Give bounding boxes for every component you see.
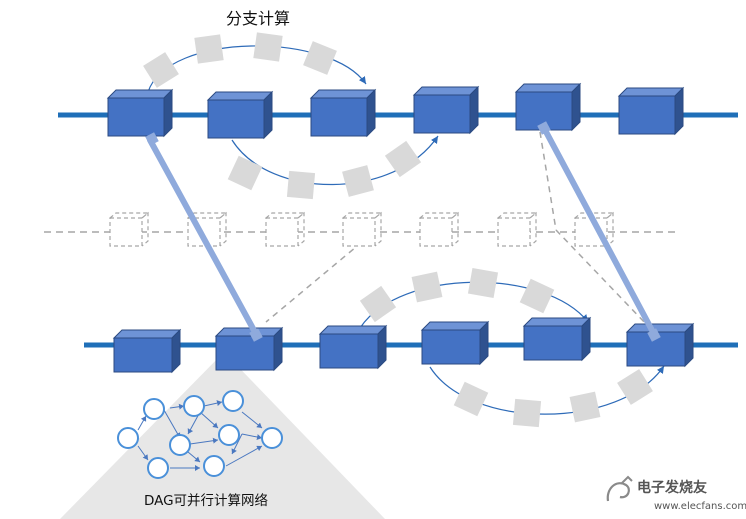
cross-link-left	[147, 137, 259, 337]
cross-link-end	[249, 328, 263, 342]
block	[214, 326, 284, 372]
dashed-connectors	[265, 131, 649, 327]
dag-node	[183, 395, 205, 417]
block	[625, 322, 695, 368]
cross-link-right	[541, 125, 657, 337]
watermark-brand: 电子发烧友	[637, 479, 707, 496]
dag-network-label: DAG可并行计算网络	[144, 493, 269, 509]
dag-node	[147, 457, 169, 479]
diagram-title: 分支计算	[226, 9, 290, 28]
block	[112, 328, 182, 374]
block	[318, 324, 388, 370]
dag-network-nodes	[117, 390, 283, 479]
block	[420, 320, 490, 366]
watermark-logo-icon	[606, 475, 633, 502]
cross-link-end	[537, 121, 551, 135]
watermark-url: www.elecfans.com	[654, 501, 746, 512]
ghost-block	[109, 211, 150, 247]
cross-link-end	[145, 132, 159, 146]
top-branch-arc-lower	[231, 135, 439, 186]
dag-network-edges	[137, 400, 263, 471]
dag-node	[169, 434, 191, 456]
block	[522, 316, 592, 362]
block	[106, 88, 174, 138]
watermark: 电子发烧友 www.elecfans.com	[606, 475, 746, 512]
block	[617, 86, 685, 136]
dag-node	[222, 390, 244, 412]
cross-link-end	[647, 328, 661, 342]
branch-tiles	[143, 32, 653, 428]
bottom-chain-blocks	[112, 316, 695, 374]
top-chain-blocks	[106, 82, 685, 140]
ghost-block	[265, 211, 306, 247]
ghost-block	[419, 211, 460, 247]
block	[412, 85, 480, 135]
block	[206, 90, 274, 140]
block	[309, 88, 377, 138]
cross-chain-links	[147, 125, 657, 337]
ghost-block	[497, 211, 538, 247]
dag-node	[261, 427, 283, 449]
dag-node	[218, 424, 240, 446]
dag-node	[117, 427, 139, 449]
dag-node	[203, 455, 225, 477]
block	[514, 82, 582, 132]
dag-node	[143, 398, 165, 420]
ghost-block	[342, 211, 383, 247]
middle-chain-ghost-blocks	[109, 211, 615, 247]
